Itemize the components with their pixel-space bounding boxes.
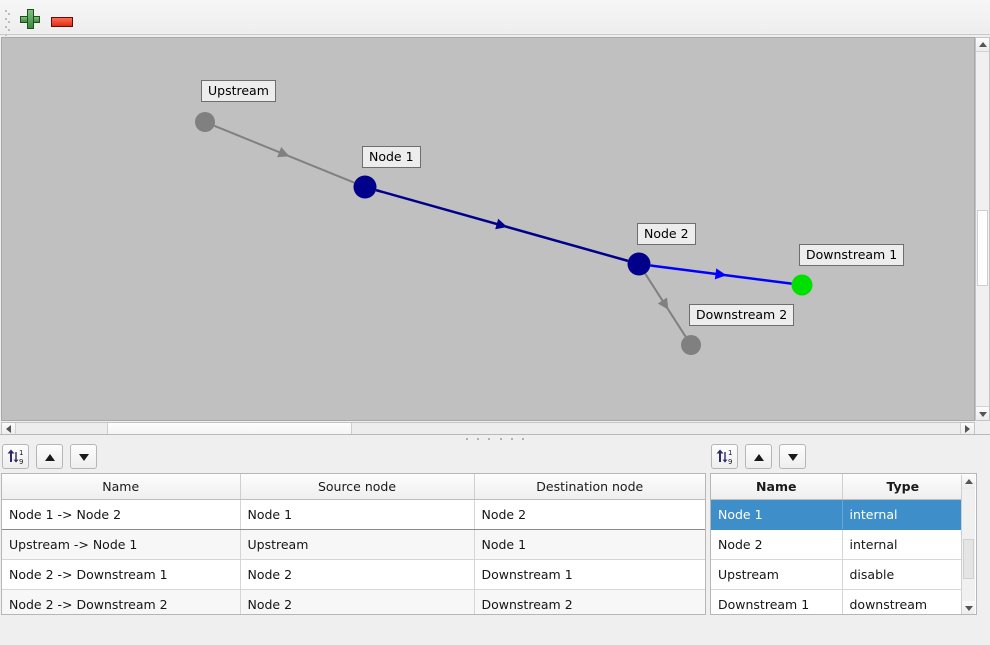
vertical-scroll-thumb[interactable] <box>977 210 988 286</box>
nodes-table-scrollbar[interactable] <box>961 475 975 614</box>
arrow-up-icon <box>45 454 55 461</box>
edges-panel: 1 9 Name Source node Destination node No… <box>0 442 707 645</box>
edges-sort-button[interactable]: 1 9 <box>2 444 29 469</box>
nodes-column-name[interactable]: Name <box>711 474 843 500</box>
svg-text:1: 1 <box>728 449 732 457</box>
horizontal-splitter[interactable] <box>0 434 990 443</box>
edge-name: Upstream -> Node 1 <box>2 529 241 560</box>
graph-node-downstream2[interactable] <box>681 335 701 355</box>
nodes-move-down-button[interactable] <box>779 444 806 469</box>
canvas-vertical-scrollbar[interactable] <box>975 37 990 421</box>
delete-node-button[interactable] <box>49 6 75 30</box>
edge-name: Node 1 -> Node 2 <box>2 499 241 530</box>
graph-edge-arrow-upstream-node1 <box>277 147 290 158</box>
node-type: internal <box>842 499 963 530</box>
graph-node-label-downstream2[interactable]: Downstream 2 <box>689 304 795 326</box>
arrow-up-icon <box>754 454 764 461</box>
sort-icon: 1 9 <box>7 449 23 466</box>
node-type: downstream <box>842 589 963 614</box>
edge-name: Node 2 -> Downstream 1 <box>2 559 241 590</box>
arrow-down-icon <box>788 454 798 461</box>
edges-table: Name Source node Destination node Node 1… <box>2 474 705 614</box>
edges-move-down-button[interactable] <box>70 444 97 469</box>
graph-svg <box>195 112 813 355</box>
edges-column-destination[interactable]: Destination node <box>474 474 705 500</box>
svg-text:9: 9 <box>19 458 23 466</box>
node-name: Upstream <box>711 559 843 590</box>
add-node-button[interactable] <box>17 6 43 30</box>
graph-edge-arrow-node2-downstream2 <box>657 297 669 310</box>
drag-grip-icon[interactable] <box>5 10 10 39</box>
node-type: internal <box>842 529 963 560</box>
graph-edge-arrow-node1-node2 <box>495 218 508 230</box>
edges-column-source[interactable]: Source node <box>240 474 475 500</box>
edge-source-node: Node 2 <box>240 559 475 590</box>
graph-node-label-upstream[interactable]: Upstream <box>201 80 276 102</box>
nodes-move-up-button[interactable] <box>745 444 772 469</box>
nodes-column-type[interactable]: Type <box>842 474 963 500</box>
splitter-grip-icon[interactable] <box>466 438 524 441</box>
edges-table-header-row: Name Source node Destination node <box>2 474 705 500</box>
graph-node-downstream1[interactable] <box>791 274 813 296</box>
sort-icon: 1 9 <box>716 449 732 466</box>
edge-destination-node: Node 2 <box>474 499 705 530</box>
edge-source-node: Node 1 <box>240 499 475 530</box>
nodes-scroll-up-button[interactable] <box>962 475 975 489</box>
main-toolbar <box>0 0 990 39</box>
edge-destination-node: Downstream 1 <box>474 559 705 590</box>
edges-toolbar: 1 9 <box>2 444 104 470</box>
minus-icon <box>51 16 73 27</box>
svg-text:9: 9 <box>728 458 732 466</box>
scroll-up-button[interactable] <box>976 38 989 52</box>
svg-text:1: 1 <box>19 449 23 457</box>
scroll-right-button[interactable] <box>960 423 974 435</box>
edge-destination-node: Node 1 <box>474 529 705 560</box>
edges-move-up-button[interactable] <box>36 444 63 469</box>
graph-node-label-node1[interactable]: Node 1 <box>362 146 421 168</box>
edge-source-node: Node 2 <box>240 589 475 614</box>
nodes-table-header-row: Name Type <box>711 474 963 500</box>
toolbar-divider <box>0 34 990 35</box>
splitter-line <box>0 434 990 435</box>
nodes-toolbar: 1 9 <box>711 444 813 470</box>
edge-name: Node 2 -> Downstream 2 <box>2 589 241 614</box>
plus-icon <box>20 9 40 29</box>
horizontal-scroll-thumb[interactable] <box>107 423 352 435</box>
edge-source-node: Upstream <box>240 529 475 560</box>
scroll-left-button[interactable] <box>2 423 16 435</box>
nodes-scroll-down-button[interactable] <box>962 601 975 614</box>
node-name: Node 1 <box>711 499 843 530</box>
nodes-scroll-thumb[interactable] <box>963 539 974 579</box>
graph-node-node1[interactable] <box>353 175 377 199</box>
scroll-down-button[interactable] <box>976 406 989 420</box>
arrow-down-icon <box>79 454 89 461</box>
node-name: Downstream 1 <box>711 589 843 614</box>
nodes-sort-button[interactable]: 1 9 <box>711 444 738 469</box>
graph-node-label-downstream1[interactable]: Downstream 1 <box>799 244 905 266</box>
graph-node-upstream[interactable] <box>195 112 215 132</box>
graph-edge-arrow-node2-downstream1 <box>714 268 727 280</box>
edges-table-container[interactable]: Name Source node Destination node Node 1… <box>1 473 706 615</box>
graph-node-label-node2[interactable]: Node 2 <box>637 223 696 245</box>
graph-node-node2[interactable] <box>627 252 651 276</box>
node-type: disable <box>842 559 963 590</box>
edges-column-name[interactable]: Name <box>2 474 241 500</box>
edge-destination-node: Downstream 2 <box>474 589 705 614</box>
node-name: Node 2 <box>711 529 843 560</box>
